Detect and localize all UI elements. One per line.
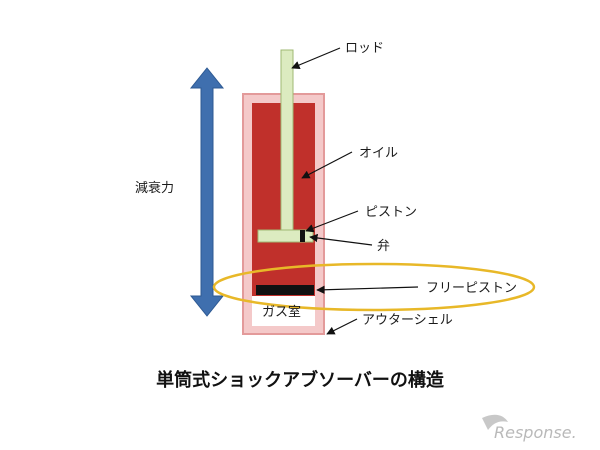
damping-arrow-shape (189, 67, 225, 317)
watermark-text: Response. (494, 423, 577, 442)
valve-label: 弁 (377, 239, 390, 254)
rod (280, 49, 294, 231)
damping-force-label: 減衰力 (135, 180, 174, 196)
valve-leader (309, 233, 373, 246)
oil-leader (301, 151, 353, 179)
outer-shell-label: アウターシェル (362, 313, 453, 328)
rod-leader (291, 47, 341, 69)
free-piston-highlight-ellipse (212, 262, 536, 312)
damping-force-arrow-icon (189, 67, 225, 317)
diagram-title: 単筒式ショックアブソーバーの構造 (156, 369, 444, 391)
free-piston-label: フリーピストン (426, 281, 517, 296)
oil-label: オイル (359, 146, 398, 161)
outer-shell-leader (326, 318, 358, 335)
rod-label: ロッド (345, 41, 384, 56)
response-logo-icon: Response. (482, 414, 577, 442)
valve (300, 230, 305, 242)
gas-chamber (252, 296, 315, 326)
piston-label: ピストン (365, 205, 417, 220)
leader-lines (291, 47, 419, 335)
piston-leader (305, 210, 359, 233)
free-piston-leader (316, 285, 419, 294)
free-piston (256, 285, 314, 295)
gas-chamber-label: ガス室 (262, 304, 301, 320)
